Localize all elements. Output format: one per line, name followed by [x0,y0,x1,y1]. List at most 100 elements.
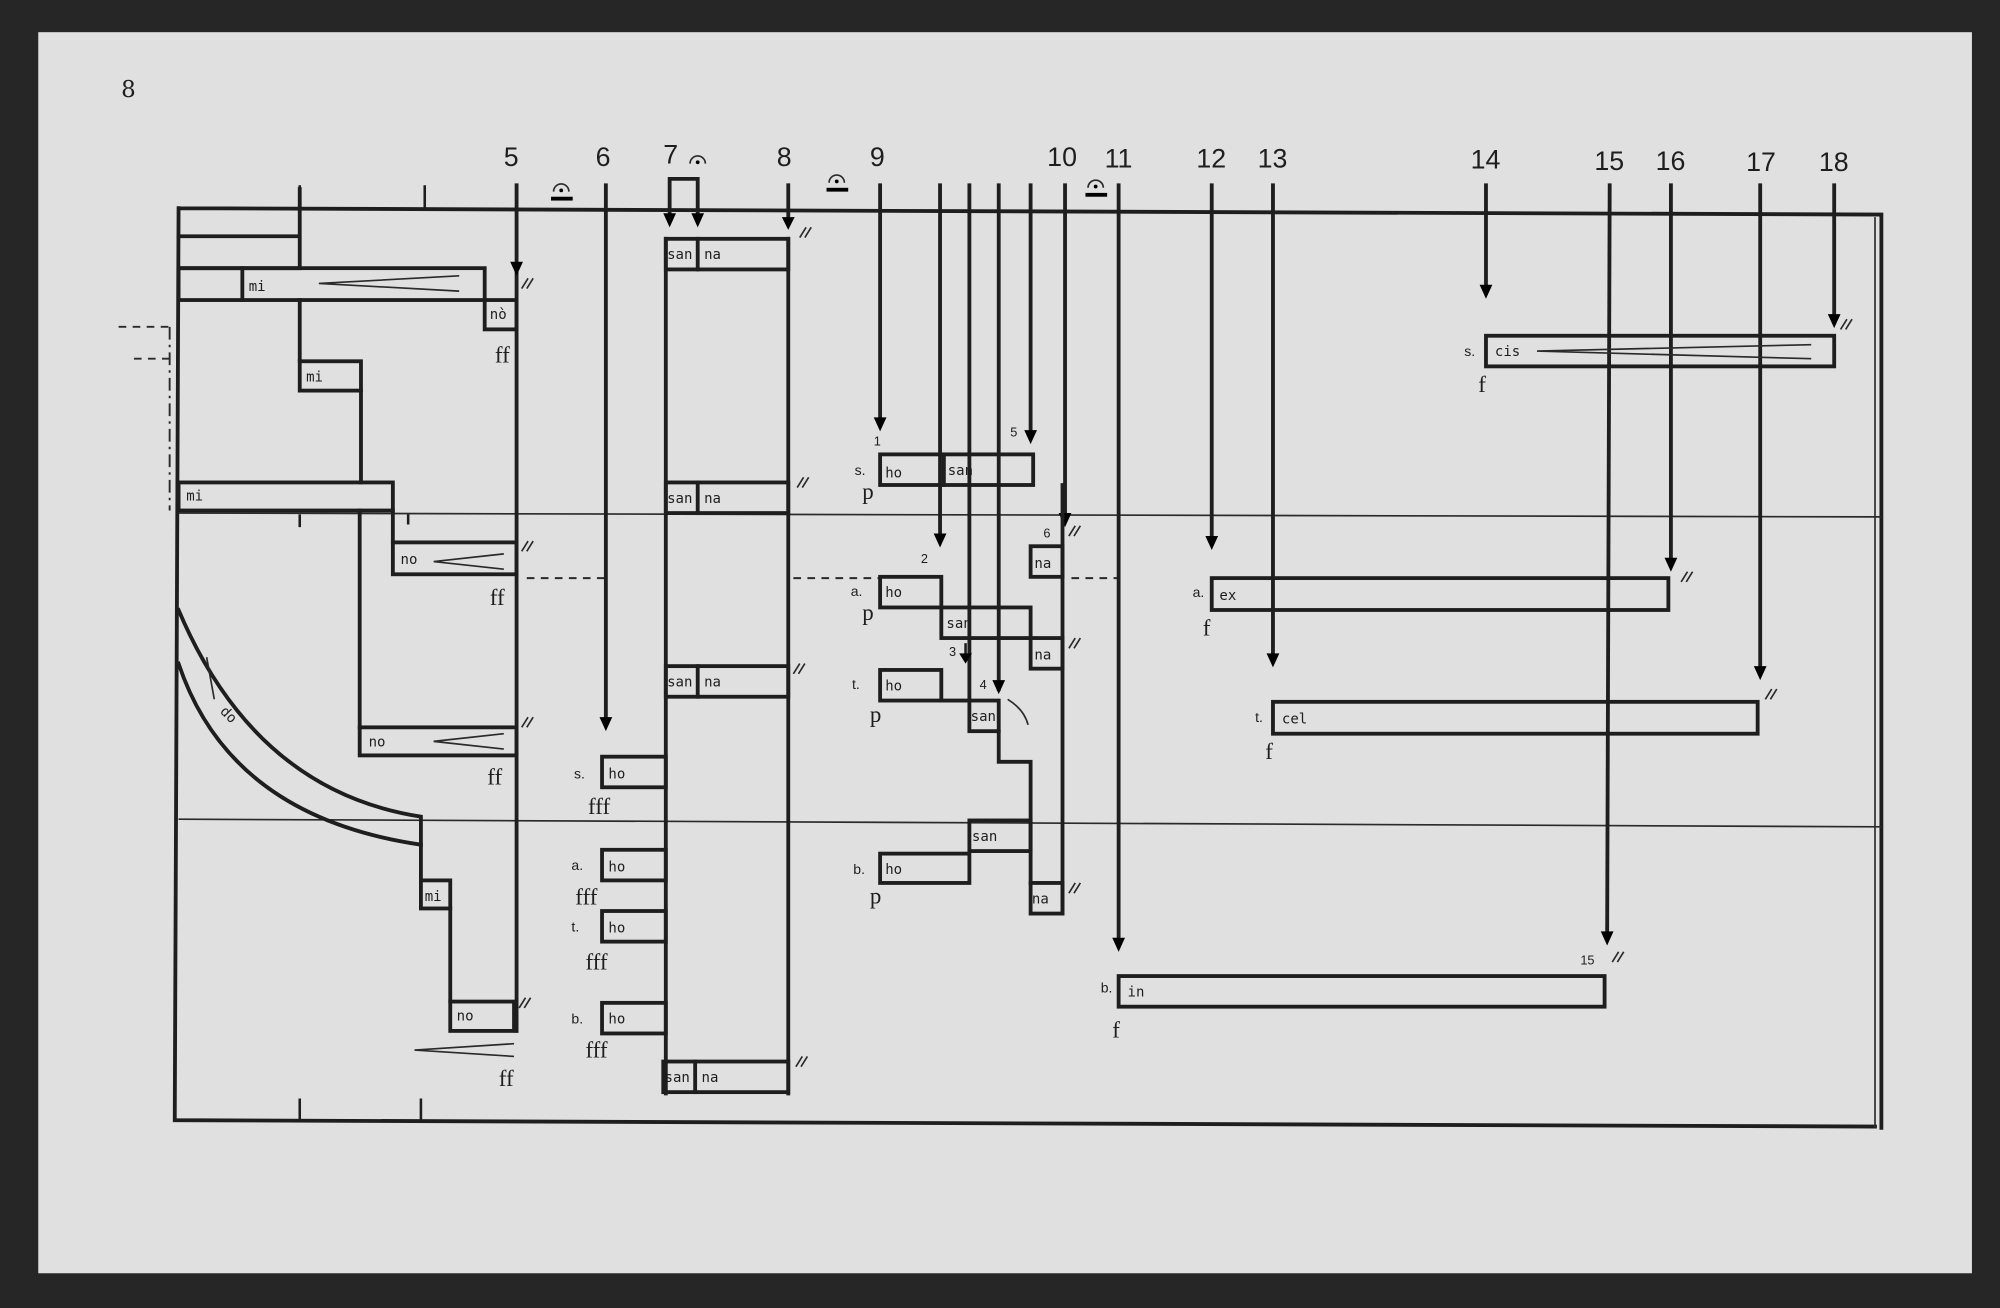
entry-number: 2 [921,551,928,566]
dynamic-marking: ff [487,765,502,790]
voice-label: a. [571,857,583,873]
syllable: san [972,829,997,845]
fermata-icon [689,155,707,165]
syllable: na [1032,891,1049,907]
voice-label: a. [1193,584,1205,600]
dynamic-marking: fff [585,1038,607,1063]
dynamic-marking: fff [575,885,597,910]
entry-number: 1 [874,433,881,448]
paper [38,32,1972,1274]
syllable: no [401,552,418,568]
entry-numbers: 1 5 2 6 3 4 15 [874,425,1595,968]
cue-number: 16 [1656,146,1686,176]
syllable: na [1034,556,1051,572]
entry-number: 6 [1043,525,1050,540]
syllable: ho [608,1011,625,1027]
voice-labels: s. s. a. t. b. s. a. t. b. a. t. b. [571,343,1475,1026]
syllable: san [667,675,692,691]
cue-number: 8 [777,142,792,172]
voice-label: s. [1464,343,1475,359]
dynamic-marking: p [870,702,881,727]
voice-label: a. [851,583,863,599]
voice-label: b. [1101,980,1113,996]
dynamic-marking: p [862,600,873,625]
syllable: san [667,491,692,507]
syllable: mi [306,370,323,386]
syllable: san [971,709,996,725]
syllable: cis [1495,344,1520,360]
cue-number: 7 [663,140,678,170]
syllable: ho [885,862,902,878]
dynamic-marking: fff [585,950,607,975]
fermata-icon [1085,179,1108,197]
syllable: no [457,1009,474,1025]
syllable: ho [608,859,625,875]
dynamic-marking: ff [495,343,510,368]
syllable: mi [425,889,442,905]
entry-number: 3 [949,644,956,659]
cue-number: 6 [596,142,611,172]
voice-label: t. [571,918,579,934]
syllable: cel [1282,712,1307,728]
cue-number: 17 [1746,147,1776,177]
cue-number: 18 [1819,147,1849,177]
fermata-icon [826,174,849,192]
cue-numbers: 5 6 7 8 9 10 11 12 13 14 15 16 17 18 [504,140,1849,178]
cue-number: 10 [1047,142,1077,172]
voice-label: b. [853,861,865,877]
syllable: san [665,1070,690,1086]
dynamic-marking: f [1203,616,1211,641]
syllable: na [704,675,721,691]
syllable: san [948,463,973,479]
dynamics: ff ff ff ff fff fff fff fff p p p p f f … [487,343,1486,1091]
column-boxes [600,236,1837,1096]
syllable: ho [885,465,902,481]
cue-arrows [510,176,1841,1033]
page-number: 8 [121,77,136,103]
syllable: na [704,491,721,507]
syllable: na [704,247,721,263]
syllable: san [667,247,692,263]
fermata-icons [551,155,1108,201]
voice-label: s. [574,765,585,781]
cue-number: 9 [870,142,885,172]
syllable: nò [490,307,507,323]
cue-number: 5 [504,142,519,172]
syllable: mi [186,488,203,504]
syllable: na [702,1070,719,1086]
voice-label: s. [855,462,866,478]
entry-number: 5 [1010,425,1017,440]
cue-number: 12 [1196,143,1226,173]
syllable: ex [1219,588,1236,604]
cue-number: 15 [1594,146,1624,176]
dynamic-marking: p [862,479,873,504]
syllable: san [946,616,971,632]
syllable: no [369,734,386,750]
syllable: ho [885,678,902,694]
syllables: mi nò mi mi no no do mi no san na san na… [186,247,1520,1086]
voice-label: b. [571,1010,583,1026]
cue-number: 13 [1258,143,1288,173]
entry-number: 15 [1580,953,1594,968]
syllable: mi [249,279,266,295]
dynamic-marking: f [1265,739,1273,764]
dynamic-marking: ff [490,585,505,610]
dynamic-marking: f [1478,372,1486,397]
syllable: in [1128,984,1145,1000]
syllable: ho [608,766,625,782]
syllable: ho [885,585,902,601]
dynamic-marking: p [870,883,881,908]
dynamic-marking: fff [588,794,610,819]
entry-number: 4 [980,677,987,692]
syllable: ho [608,921,625,937]
voice-label: t. [852,676,860,692]
dynamic-marking: ff [499,1066,514,1091]
cue-number: 14 [1471,145,1501,175]
dynamic-marking: f [1112,1017,1120,1042]
fermata-icon [551,183,573,201]
syllable: na [1034,648,1051,664]
voice-label: t. [1255,709,1263,725]
cue-number: 11 [1105,143,1133,173]
end-marks [518,226,1853,1068]
